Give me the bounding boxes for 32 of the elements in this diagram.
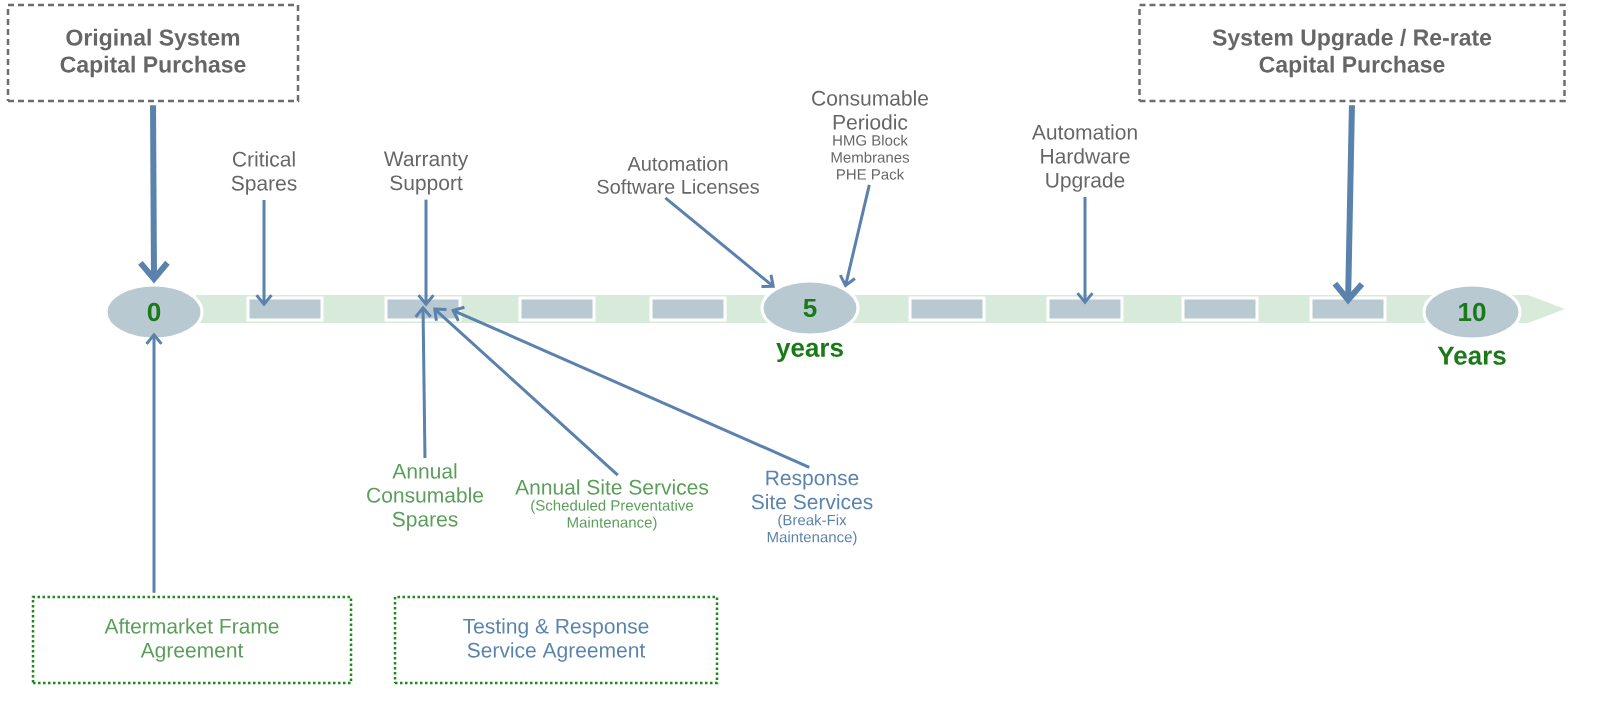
arrow <box>145 332 163 593</box>
year-label: Years <box>1437 346 1506 365</box>
item-label: Automation Software Licenses <box>597 156 759 194</box>
arrow <box>664 196 775 288</box>
agreement-box: Aftermarket Frame Agreement <box>31 595 353 685</box>
timeline-segment <box>1309 296 1387 322</box>
timeline-segment <box>518 296 596 322</box>
item-label: Automation Hardware Upgrade <box>1031 124 1137 192</box>
purchase-box: System Upgrade / Re-rate Capital Purchase <box>1138 3 1566 103</box>
item-label: Annual Site Services (Scheduled Preventative Maintenance) <box>515 479 709 531</box>
item-label: Annual Consumable Spares <box>367 463 483 531</box>
arrow <box>417 199 435 307</box>
timeline-segment <box>1181 296 1259 322</box>
item-label: Response Site Services (Break-Fix Maintenance) <box>751 470 873 546</box>
arrow <box>255 200 273 307</box>
item-label: Warranty Support <box>383 151 469 195</box>
timeline-segment <box>908 296 986 322</box>
arrow <box>433 307 619 477</box>
item-label: Critical Spares <box>231 151 297 195</box>
arrow <box>138 105 170 284</box>
arrow <box>451 305 810 469</box>
arrow <box>1076 197 1094 305</box>
year-label: years <box>776 342 843 363</box>
arrow <box>838 184 871 288</box>
arrow <box>414 305 432 459</box>
purchase-box: Original System Capital Purchase <box>6 3 300 103</box>
item-label: Consumable Periodic HMG Block Membranes PHE Pack <box>812 90 928 180</box>
timeline-segment <box>649 296 727 322</box>
timeline-segment <box>246 296 324 322</box>
arrow <box>1332 105 1365 305</box>
agreement-box: Testing & Response Service Agreement <box>393 595 719 685</box>
timeline-segment <box>1046 296 1124 322</box>
